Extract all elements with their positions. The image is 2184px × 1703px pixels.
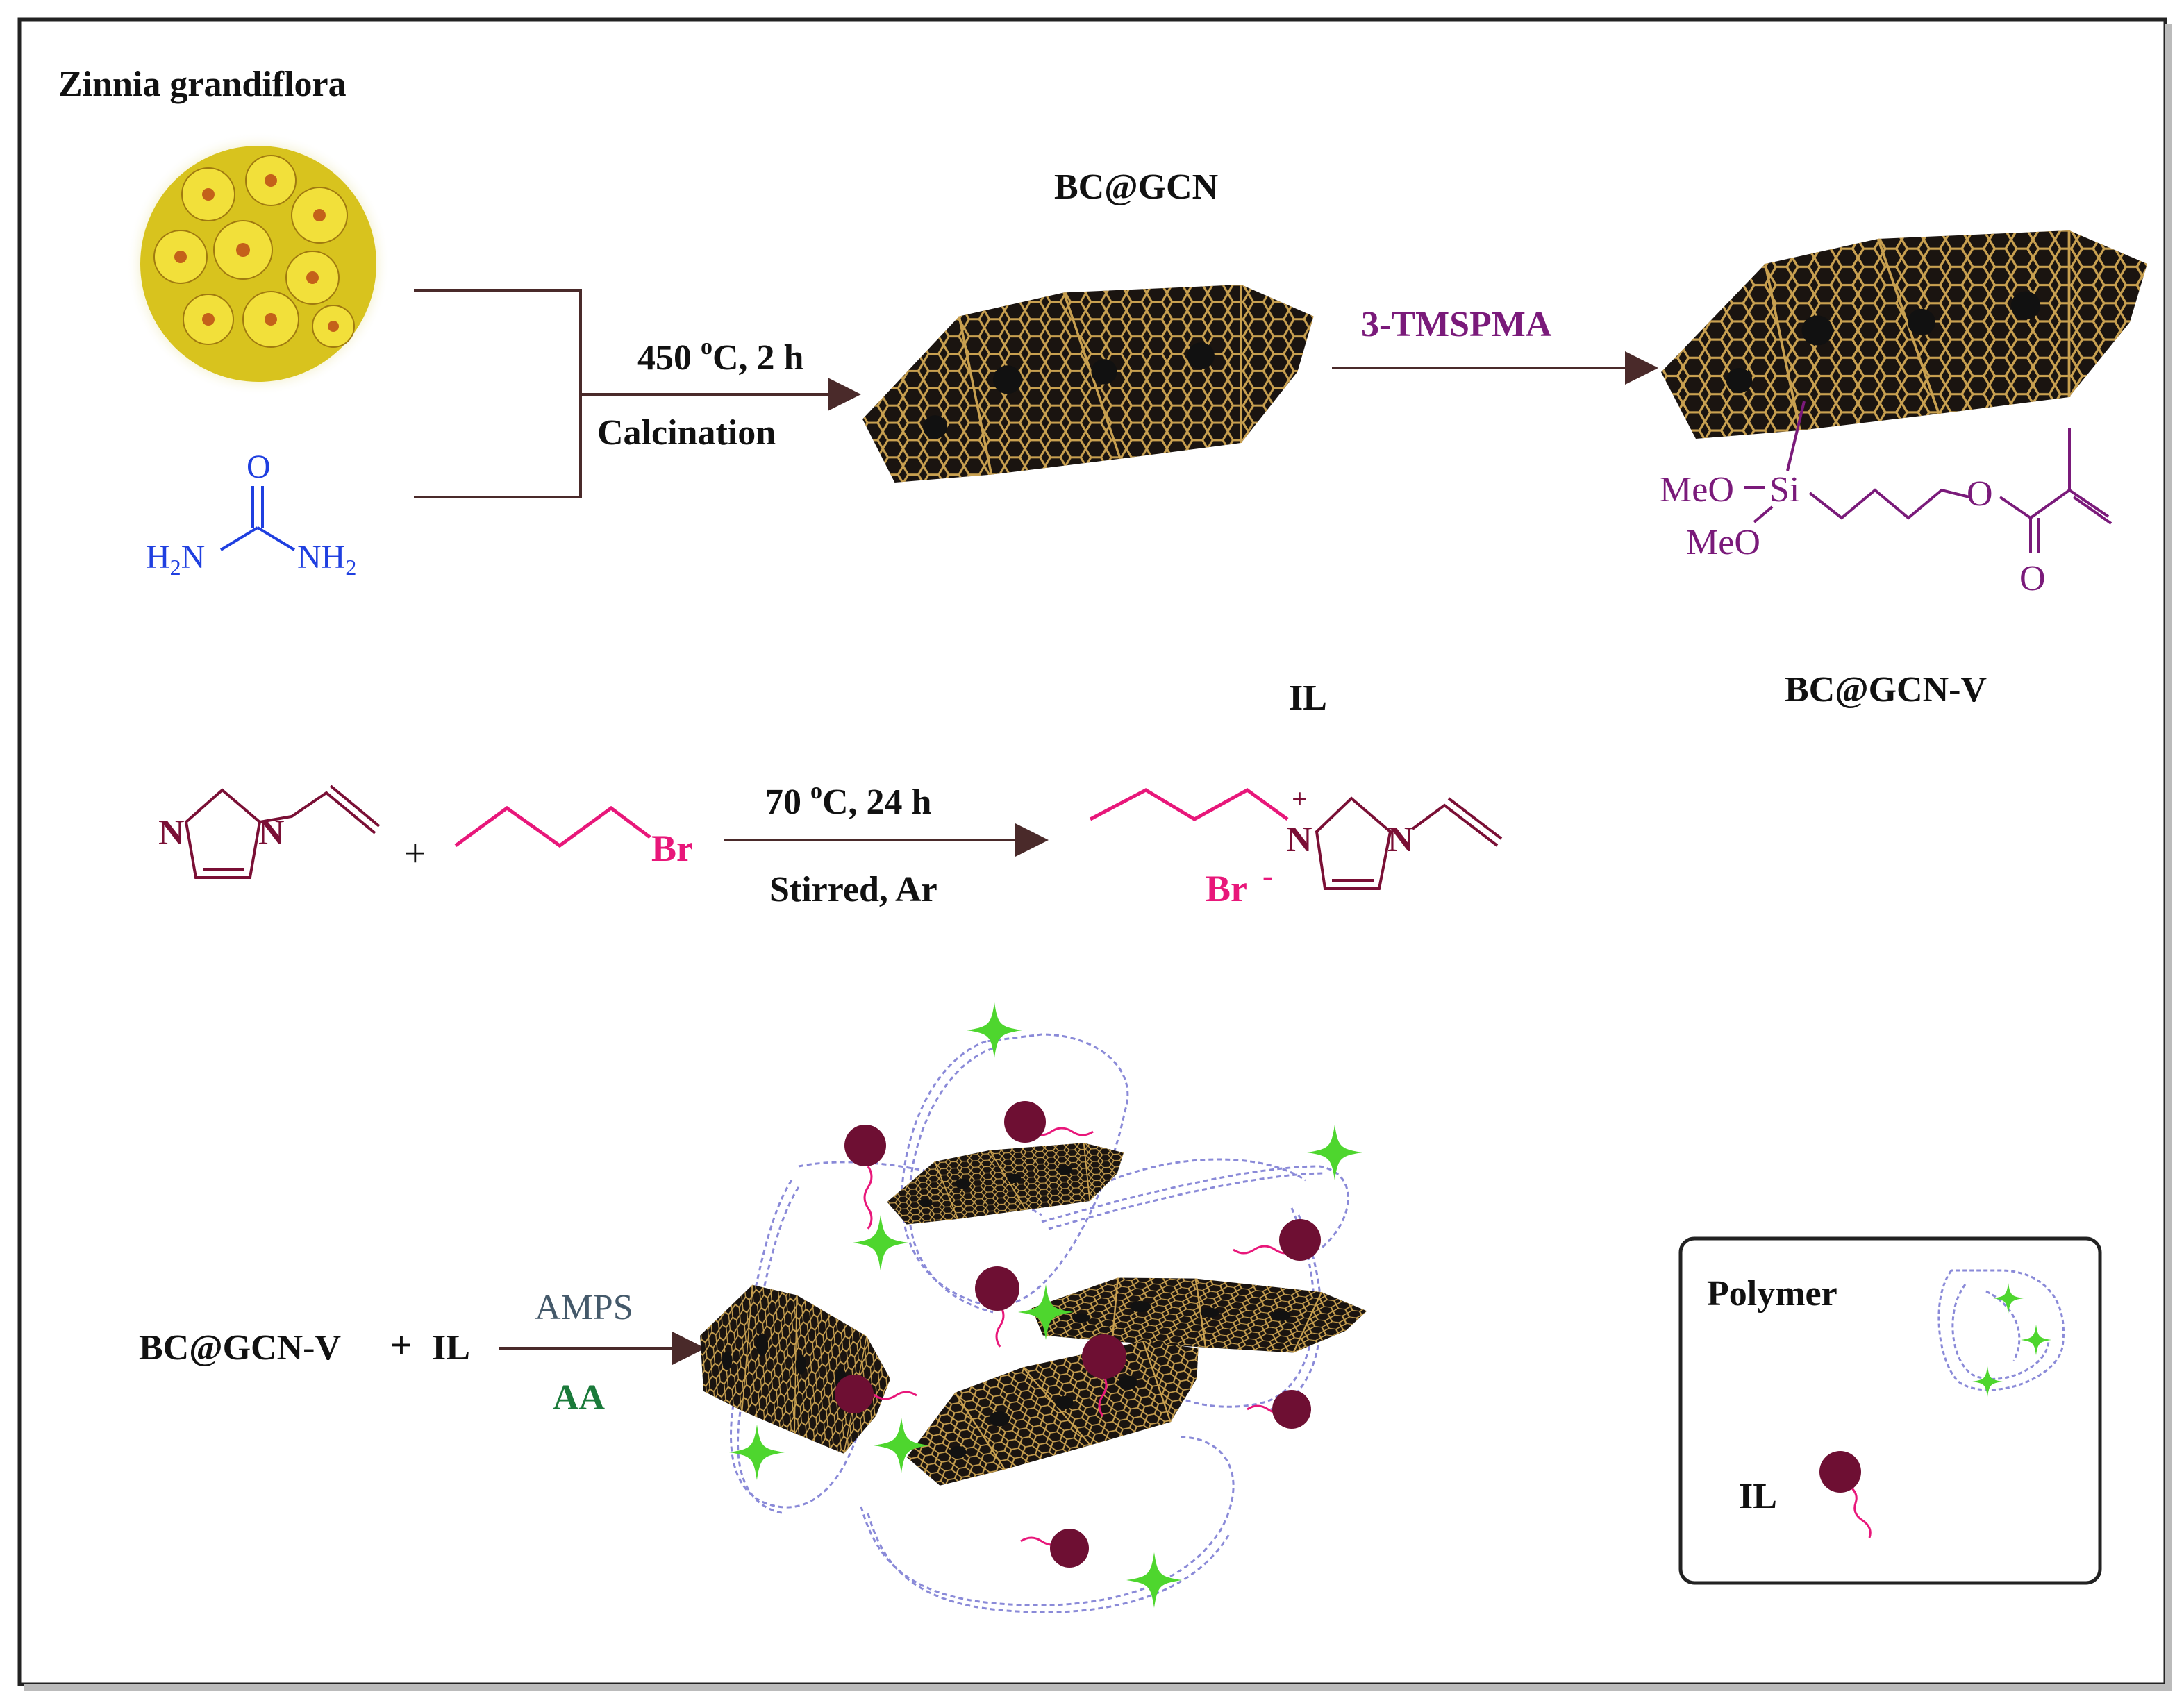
il-product-label: IL <box>1289 678 1327 718</box>
step3-condition: Stirred, Ar <box>769 870 937 909</box>
step3-temp: 70 <box>765 782 810 822</box>
silicon-atom: Si <box>1769 470 1799 510</box>
il-imidazolium-ring <box>1315 796 1503 890</box>
step3-temp-unit: C, 24 h <box>822 782 932 822</box>
step1-temp-degree: o <box>701 334 712 360</box>
bromo-atom: Br <box>651 828 693 869</box>
urea-nh: NH <box>297 539 345 576</box>
urea-h: H <box>146 539 170 576</box>
urea-h-sub: 2 <box>170 555 181 580</box>
meo-lower: MeO <box>1686 523 1760 562</box>
bromide-charge: - <box>1262 859 1273 893</box>
imidazole-n-right: N <box>258 813 285 853</box>
butyl-chain <box>454 805 651 848</box>
urea-oxygen: O <box>247 448 271 485</box>
step3-temp-degree: o <box>810 778 822 804</box>
legend-polymer-swatch <box>1937 1269 2065 1397</box>
step4-reagent-aa: AA <box>553 1378 606 1418</box>
bc-gcn-v-label: BC@GCN-V <box>1785 670 1987 710</box>
legend-polymer-label: Polymer <box>1707 1274 1837 1314</box>
il-n-plus: N <box>1286 820 1312 859</box>
vinylimidazole-structure <box>184 785 381 879</box>
step1-temp-unit: C, 2 h <box>712 338 804 378</box>
svg-text:H2N: H2N <box>146 539 205 580</box>
legend-il-label: IL <box>1739 1477 1777 1516</box>
svg-text:450 oC, 2 h: 450 oC, 2 h <box>637 334 804 378</box>
hydrogel-composite <box>690 1002 1374 1613</box>
imidazole-n-left: N <box>158 813 185 853</box>
step2-reagent: 3-TMSPMA <box>1361 305 1552 344</box>
step4-reagent-amps: AMPS <box>535 1288 633 1327</box>
reactant-plus: + <box>404 832 426 875</box>
urea-structure: O H2N NH2 <box>146 448 356 580</box>
meo-upper: MeO <box>1660 470 1734 510</box>
carbonyl-oxygen: O <box>2019 559 2046 598</box>
reactant-bracket <box>414 289 856 498</box>
urea-nh-sub: 2 <box>345 555 356 580</box>
il-butyl-chain <box>1089 788 1289 821</box>
step1-temp: 450 <box>637 338 701 378</box>
reactant-plus-2: + <box>390 1324 412 1367</box>
urea-n-left: N <box>181 539 206 576</box>
zinnia-flower-photo <box>126 132 390 396</box>
il-positive-charge: + <box>1292 783 1308 814</box>
svg-text:70 oC, 24 h: 70 oC, 24 h <box>765 778 932 822</box>
legend-box <box>1678 1236 2102 1585</box>
bromide-anion: Br <box>1206 868 1247 909</box>
reactant-bc-gcn-v: BC@GCN-V <box>139 1328 341 1368</box>
silane-modifier <box>1786 401 2112 553</box>
reactant-il: IL <box>432 1328 470 1368</box>
plant-name: Zinnia grandiflora <box>58 65 347 104</box>
legend-il-swatch <box>1819 1451 1872 1538</box>
step1-condition: Calcination <box>597 413 776 453</box>
il-n-right: N <box>1387 820 1414 859</box>
svg-text:NH2: NH2 <box>297 539 356 580</box>
bc-gcn-label: BC@GCN <box>1054 167 1218 207</box>
ester-oxygen: O <box>1967 474 1993 514</box>
